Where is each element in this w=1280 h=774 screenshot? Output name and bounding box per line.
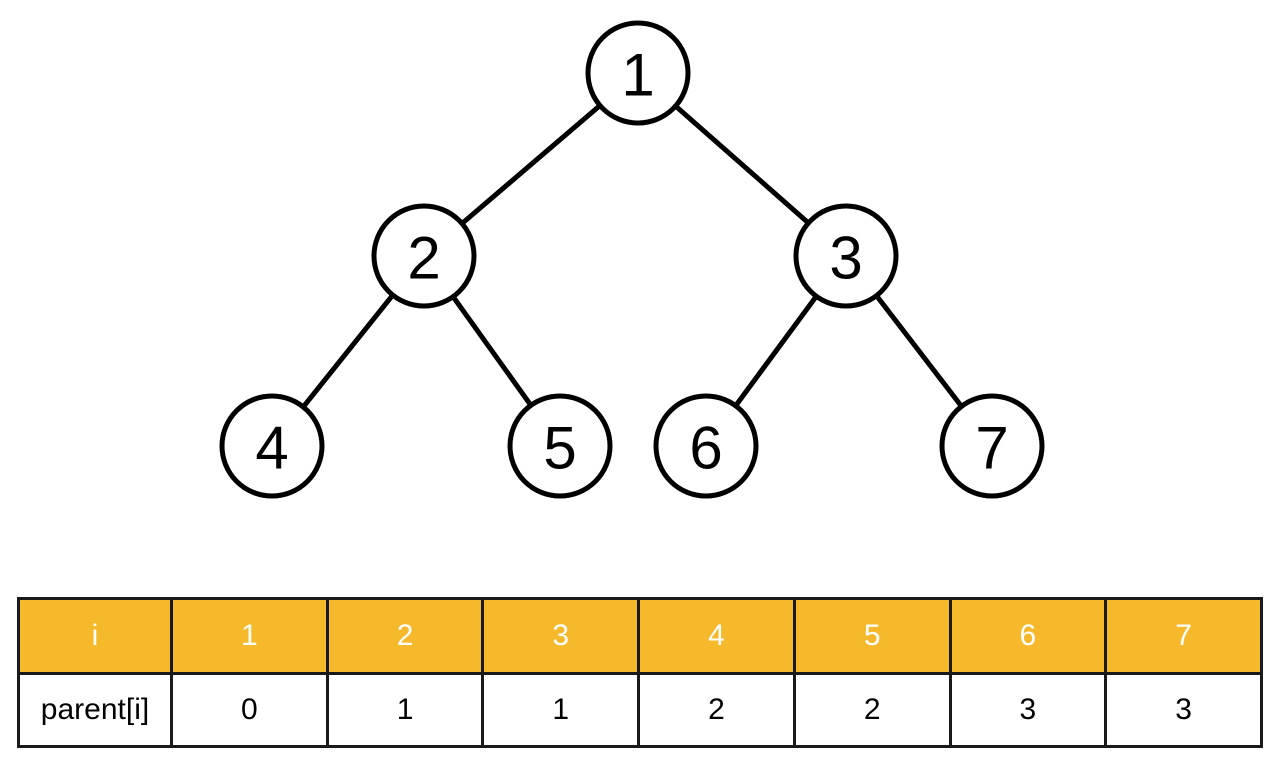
node-label: 7	[975, 415, 1008, 482]
edge-2-5	[450, 294, 534, 408]
edge-3-6	[733, 293, 819, 409]
node-label: 6	[689, 415, 722, 482]
tree-node-1: 1	[585, 20, 691, 126]
parent-cell-4: 2	[637, 672, 796, 748]
parent-cell-3: 1	[481, 672, 641, 748]
tree-nodes: 1 2 3 4 5 6 7	[219, 20, 1045, 499]
node-circle	[793, 203, 899, 309]
parent-cell-1: 0	[170, 672, 329, 748]
parent-cell-2: 1	[325, 672, 485, 748]
parent-row-label: parent[i]	[17, 672, 173, 748]
index-cell-1: 1	[170, 597, 329, 675]
tree-node-2: 2	[371, 203, 477, 309]
node-label: 5	[543, 415, 576, 482]
node-circle	[939, 393, 1045, 499]
edge-1-3	[673, 103, 811, 226]
tree-node-7: 7	[939, 393, 1045, 499]
index-cell-7: 7	[1104, 597, 1263, 675]
index-cell-6: 6	[948, 597, 1108, 675]
node-label: 2	[407, 225, 440, 292]
index-cell-3: 3	[481, 597, 641, 675]
tree-edges	[300, 102, 965, 410]
node-label: 4	[255, 415, 288, 482]
node-label: 3	[829, 225, 862, 292]
index-row: i 1 2 3 4 5 6 7	[17, 597, 1263, 675]
node-circle	[371, 203, 477, 309]
parent-cell-7: 3	[1104, 672, 1263, 748]
node-circle	[653, 393, 759, 499]
tree-node-5: 5	[507, 393, 613, 499]
index-cell-4: 4	[637, 597, 796, 675]
tree-node-4: 4	[219, 393, 325, 499]
parent-cell-6: 3	[948, 672, 1108, 748]
parent-array-table: i 1 2 3 4 5 6 7 parent[i] 0 1 1 2 2 3 3	[17, 597, 1263, 748]
binary-tree-diagram: 1 2 3 4 5 6 7	[219, 20, 1045, 499]
tree-node-3: 3	[793, 203, 899, 309]
edge-2-4	[300, 292, 396, 410]
node-circle	[585, 20, 691, 126]
index-cell-2: 2	[325, 597, 485, 675]
index-cell-5: 5	[792, 597, 952, 675]
node-label: 1	[621, 42, 654, 109]
edge-3-7	[873, 293, 965, 409]
index-row-label: i	[17, 597, 173, 675]
tree-node-6: 6	[653, 393, 759, 499]
parent-cell-5: 2	[792, 672, 952, 748]
node-circle	[219, 393, 325, 499]
parent-row: parent[i] 0 1 1 2 2 3 3	[17, 672, 1263, 748]
node-circle	[507, 393, 613, 499]
edge-1-2	[459, 102, 603, 227]
